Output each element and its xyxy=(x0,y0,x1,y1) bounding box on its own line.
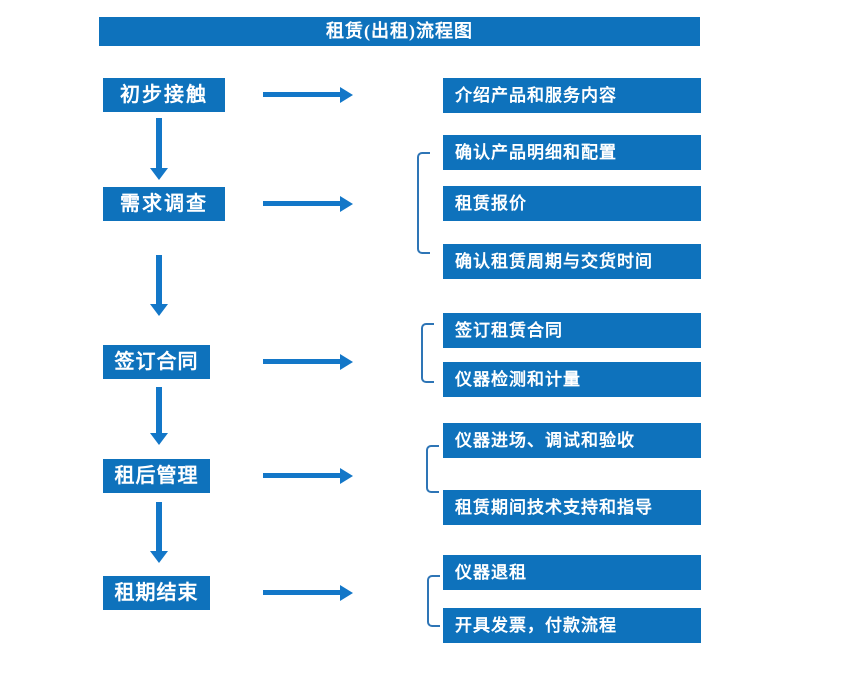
stage-box-post-rental-management: 租后管理 xyxy=(103,459,210,493)
right-arrow-icon xyxy=(263,87,353,103)
arrow-shaft xyxy=(156,502,162,552)
right-arrow-icon xyxy=(263,196,353,212)
output-box: 签订租赁合同 xyxy=(443,313,701,348)
output-box: 仪器进场、调试和验收 xyxy=(443,423,701,458)
arrow-head xyxy=(340,468,353,484)
stage-box-sign-contract: 签订合同 xyxy=(103,345,210,379)
arrow-shaft xyxy=(263,201,341,206)
arrow-head xyxy=(340,354,353,370)
arrow-head xyxy=(150,304,168,316)
flowchart-title: 租赁(出租)流程图 xyxy=(99,17,700,46)
arrow-shaft xyxy=(263,359,341,364)
output-box: 开具发票，付款流程 xyxy=(443,608,701,643)
group-bracket xyxy=(426,445,439,493)
output-box: 确认租赁周期与交货时间 xyxy=(443,244,701,279)
right-arrow-icon xyxy=(263,354,353,370)
arrow-head xyxy=(340,585,353,601)
group-bracket xyxy=(427,575,440,627)
arrow-head xyxy=(340,87,353,103)
arrow-head xyxy=(150,168,168,180)
down-arrow-icon xyxy=(150,255,168,316)
arrow-shaft xyxy=(156,118,162,169)
output-box: 租赁期间技术支持和指导 xyxy=(443,490,701,525)
stage-box-initial-contact: 初步接触 xyxy=(103,78,225,112)
group-bracket xyxy=(421,323,434,383)
arrow-head xyxy=(340,196,353,212)
output-box: 介绍产品和服务内容 xyxy=(443,78,701,113)
stage-box-rental-end: 租期结束 xyxy=(103,576,210,610)
down-arrow-icon xyxy=(150,118,168,180)
output-box: 仪器检测和计量 xyxy=(443,362,701,397)
output-box: 租赁报价 xyxy=(443,186,701,221)
output-box: 仪器退租 xyxy=(443,555,701,590)
arrow-shaft xyxy=(263,590,341,595)
arrow-shaft xyxy=(156,387,162,434)
arrow-head xyxy=(150,551,168,563)
down-arrow-icon xyxy=(150,387,168,445)
right-arrow-icon xyxy=(263,585,353,601)
arrow-shaft xyxy=(263,473,341,478)
group-bracket xyxy=(417,152,430,254)
arrow-shaft xyxy=(263,92,341,97)
arrow-shaft xyxy=(156,255,162,305)
right-arrow-icon xyxy=(263,468,353,484)
arrow-head xyxy=(150,433,168,445)
down-arrow-icon xyxy=(150,502,168,563)
output-box: 确认产品明细和配置 xyxy=(443,135,701,170)
stage-box-demand-survey: 需求调查 xyxy=(103,187,225,221)
